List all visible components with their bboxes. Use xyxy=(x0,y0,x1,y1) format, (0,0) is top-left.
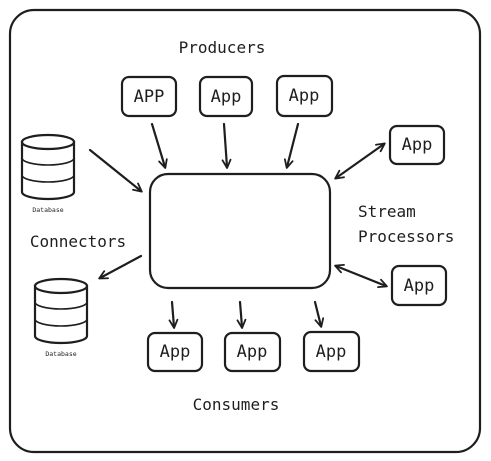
connectors-label: Connectors xyxy=(30,232,126,251)
stream-processors-label-line1: Stream xyxy=(358,202,416,221)
producer-app-3-label: App xyxy=(289,86,320,106)
producers-label: Producers xyxy=(179,38,266,57)
arrow-producer-1 xyxy=(150,122,168,169)
consumer-app-1-label: App xyxy=(160,342,191,362)
outer-frame xyxy=(8,8,482,454)
arrow-database-1 xyxy=(88,148,143,193)
arrow-producer-3 xyxy=(283,122,300,169)
consumers-label: Consumers xyxy=(193,395,280,414)
arrow-processor-1 xyxy=(334,142,386,180)
producer-app-2: App xyxy=(198,75,254,118)
arrow-processor-2 xyxy=(334,263,388,289)
producer-app-1-label: APP xyxy=(134,87,165,107)
processor-app-1: App xyxy=(388,124,446,166)
database-1-label: Database xyxy=(32,206,63,214)
producer-app-2-label: App xyxy=(211,87,242,107)
consumer-app-3-label: App xyxy=(316,342,347,362)
processor-app-2-label: App xyxy=(404,276,435,296)
arrow-database-2 xyxy=(98,254,143,280)
database-icon-2: Database xyxy=(33,277,89,358)
arrow-consumer-3 xyxy=(313,300,325,328)
consumer-app-3: App xyxy=(302,330,361,373)
consumer-app-2-label: App xyxy=(237,342,268,362)
arrow-producer-2 xyxy=(221,122,232,169)
database-icon-1: Database xyxy=(20,133,76,214)
producer-app-1: APP xyxy=(120,75,178,118)
stream-processors-label-line2: Processors xyxy=(358,227,454,246)
processor-app-1-label: App xyxy=(402,135,433,155)
arrow-consumer-2 xyxy=(236,300,247,329)
database-2-label: Database xyxy=(45,350,76,358)
consumer-app-1: App xyxy=(146,331,204,373)
central-broker-box xyxy=(148,172,332,290)
processor-app-2: App xyxy=(390,264,448,307)
consumer-app-2: App xyxy=(223,331,282,373)
arrow-consumer-1 xyxy=(168,300,179,329)
producer-app-3: App xyxy=(275,74,334,118)
